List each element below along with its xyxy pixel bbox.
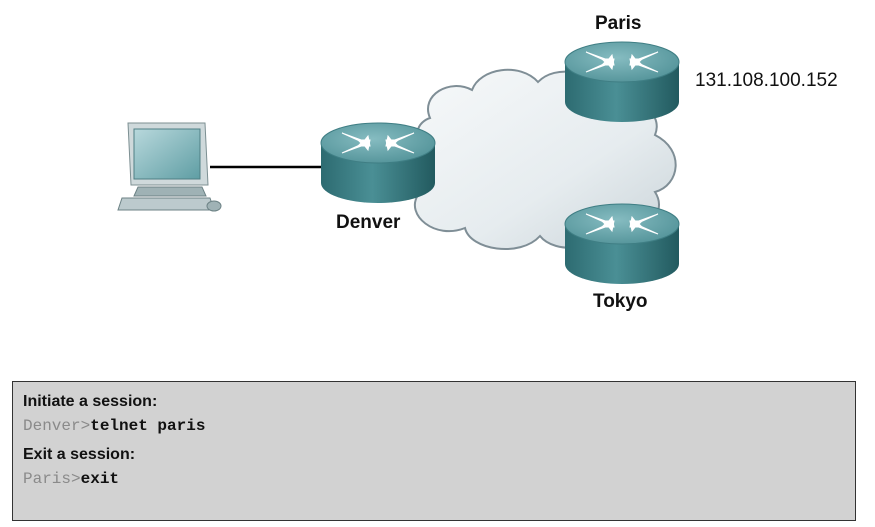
initiate-session-command: Denver>telnet paris	[23, 415, 845, 437]
command-reference-box: Initiate a session: Denver>telnet paris …	[12, 381, 856, 521]
router-label-denver: Denver	[336, 212, 401, 233]
exit-session-command: Paris>exit	[23, 468, 845, 490]
router-tokyo-icon	[564, 203, 680, 285]
denver-prompt: Denver>	[23, 417, 91, 435]
telnet-command: telnet paris	[90, 417, 206, 435]
router-paris-icon	[564, 41, 680, 123]
paris-prompt: Paris>	[23, 470, 81, 488]
paris-ip-address: 131.108.100.152	[695, 70, 838, 91]
router-label-tokyo: Tokyo	[593, 291, 648, 312]
initiate-session-heading: Initiate a session:	[23, 393, 158, 410]
computer-icon	[117, 122, 222, 212]
router-denver-icon	[320, 122, 436, 204]
exit-session-heading: Exit a session:	[23, 446, 136, 463]
router-label-paris: Paris	[595, 13, 641, 34]
exit-command: exit	[80, 470, 120, 488]
